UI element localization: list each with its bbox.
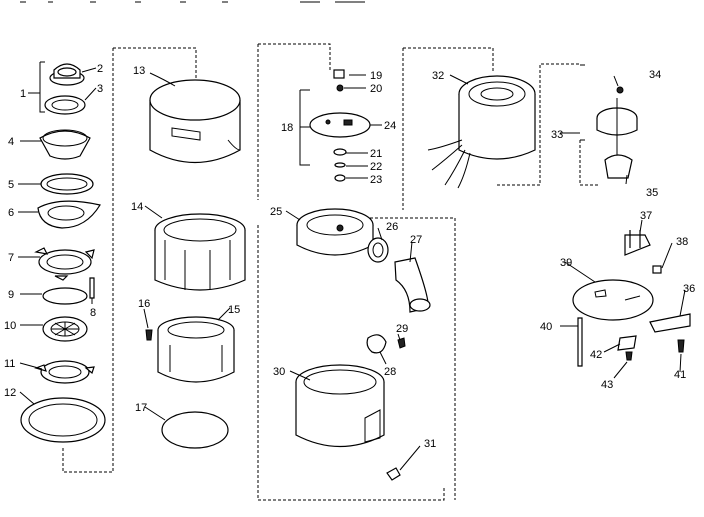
stopper-part xyxy=(49,63,85,86)
callout-27: 27 xyxy=(410,234,422,246)
callout-43: 43 xyxy=(601,379,613,391)
callout-40: 40 xyxy=(540,321,552,333)
callout-31: 31 xyxy=(424,438,436,450)
impeller-parts xyxy=(309,69,371,182)
sink-flange-part xyxy=(39,129,91,160)
backup-ring-part xyxy=(40,173,94,195)
callout-2: 2 xyxy=(97,63,103,75)
callout-1: 1 xyxy=(20,88,26,100)
callout-21: 21 xyxy=(370,148,382,160)
callout-16: 16 xyxy=(138,298,150,310)
lower-mount-ring-part xyxy=(34,360,95,384)
callout-28: 28 xyxy=(384,366,396,378)
bracket-1 xyxy=(39,61,45,113)
callout-35: 35 xyxy=(646,187,658,199)
callout-8: 8 xyxy=(90,307,96,319)
callout-20: 20 xyxy=(370,83,382,95)
splash-guard-part xyxy=(42,316,88,342)
callout-32: 32 xyxy=(432,70,444,82)
callout-42: 42 xyxy=(590,349,602,361)
callout-13: 13 xyxy=(133,65,145,77)
callout-7: 7 xyxy=(8,252,14,264)
callout-9: 9 xyxy=(8,289,14,301)
callout-6: 6 xyxy=(8,207,14,219)
rotor-part xyxy=(596,86,638,179)
callout-3: 3 xyxy=(97,83,103,95)
callout-18: 18 xyxy=(281,122,293,134)
discharge-elbow-part xyxy=(394,257,431,313)
elbow-gasket-part xyxy=(366,334,387,354)
sleeve-part xyxy=(149,79,241,164)
callout-33: 33 xyxy=(551,129,563,141)
grind-housing-part xyxy=(154,213,246,291)
bracket-33 xyxy=(580,64,585,141)
callout-5: 5 xyxy=(8,179,14,191)
callout-39: 39 xyxy=(560,257,572,269)
callout-37: 37 xyxy=(640,210,652,222)
mounting-screw-part xyxy=(89,277,95,299)
callout-12: 12 xyxy=(4,387,16,399)
lower-housing-part xyxy=(295,364,385,448)
callout-23: 23 xyxy=(370,174,382,186)
screw-16-part xyxy=(145,329,153,341)
callout-24: 24 xyxy=(384,120,396,132)
callout-15: 15 xyxy=(228,304,240,316)
callout-11: 11 xyxy=(4,358,15,370)
hopper-part xyxy=(157,316,235,383)
callout-38: 38 xyxy=(676,236,688,248)
housing-gasket-part xyxy=(161,411,229,449)
stator-part xyxy=(427,75,536,189)
callout-25: 25 xyxy=(270,206,282,218)
callout-36: 36 xyxy=(683,283,695,295)
snap-ring-part xyxy=(42,287,88,305)
callout-22: 22 xyxy=(370,161,382,173)
callout-19: 19 xyxy=(370,70,382,82)
inlet-gasket-part xyxy=(367,237,389,263)
grinder-body-part xyxy=(296,208,374,256)
callout-34: 34 xyxy=(649,69,661,81)
callout-26: 26 xyxy=(386,221,398,233)
base-plate-parts xyxy=(572,230,691,367)
mounting-ring-part xyxy=(34,247,95,281)
clip-part xyxy=(386,467,401,481)
bracket-18 xyxy=(299,89,310,166)
callout-41: 41 xyxy=(674,369,686,381)
assembly-group-lines xyxy=(62,43,600,501)
callout-17: 17 xyxy=(135,402,147,414)
callout-14: 14 xyxy=(131,201,143,213)
callout-30: 30 xyxy=(273,366,285,378)
callout-10: 10 xyxy=(4,320,16,332)
elbow-screw-part xyxy=(397,337,406,349)
callout-29: 29 xyxy=(396,323,408,335)
fiber-gasket-part xyxy=(37,200,101,229)
leader-lines xyxy=(18,67,686,471)
large-gasket-part xyxy=(20,397,106,443)
sink-gasket-part xyxy=(44,95,86,115)
callout-4: 4 xyxy=(8,136,14,148)
